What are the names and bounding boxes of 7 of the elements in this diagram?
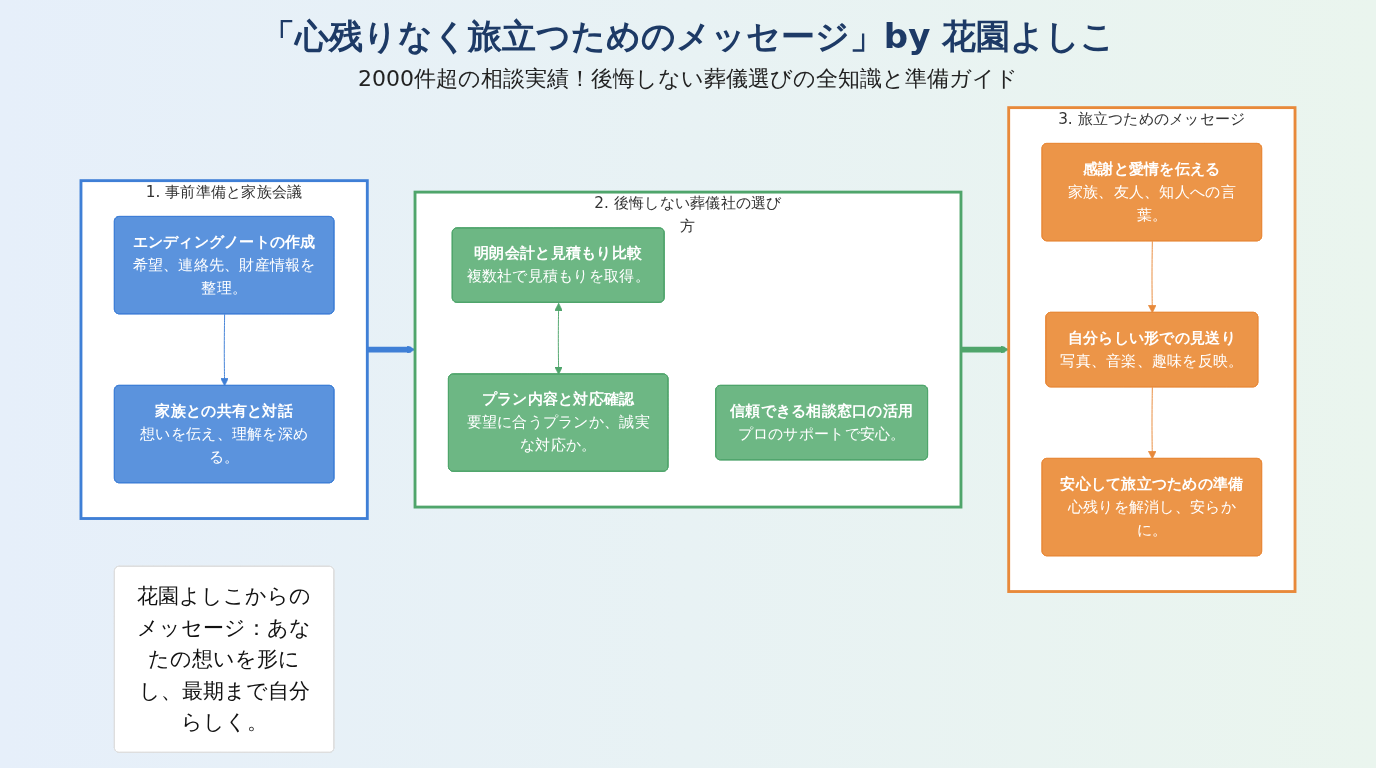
flowchart-diagram: 3. 旅立つためのメッセージ 感謝と愛情を伝える 家族、友人、知人への言葉。 自分らしい形での見送り 写真、音楽、趣味を反映。 安心して旅立つための準備 心残りを解消し、安らかに。 2. 後悔しない葬儀社の選び方 明朗会計と見積もり比較 複数社で見積もりを取得。 プラン内容と対応確認 要望に合うプランか、誠実な対応か。 信頼できる相談窓口の活用 プロのサポートで安心。 1. 事前準備と家族会議 エンディングノートの作成 希望、連絡先、財産情報を整理。 家族との共有と対話 想いを伝え、理解を深める。 花園よしこからのメッセージ：あなたの想いを形にし、最期まで自分らしく。 — [10, 100, 1366, 760]
subtitle: 2000件超の相談実績！後悔しない葬儀選びの全知識と準備ガイド — [358, 65, 1018, 93]
cluster — [413, 190, 963, 509]
cluster — [1007, 106, 1297, 593]
cluster — [79, 179, 369, 520]
title: 「心残りなく旅立つためのメッセージ」by 花園よしこ — [260, 15, 1116, 58]
arrow — [367, 345, 416, 354]
